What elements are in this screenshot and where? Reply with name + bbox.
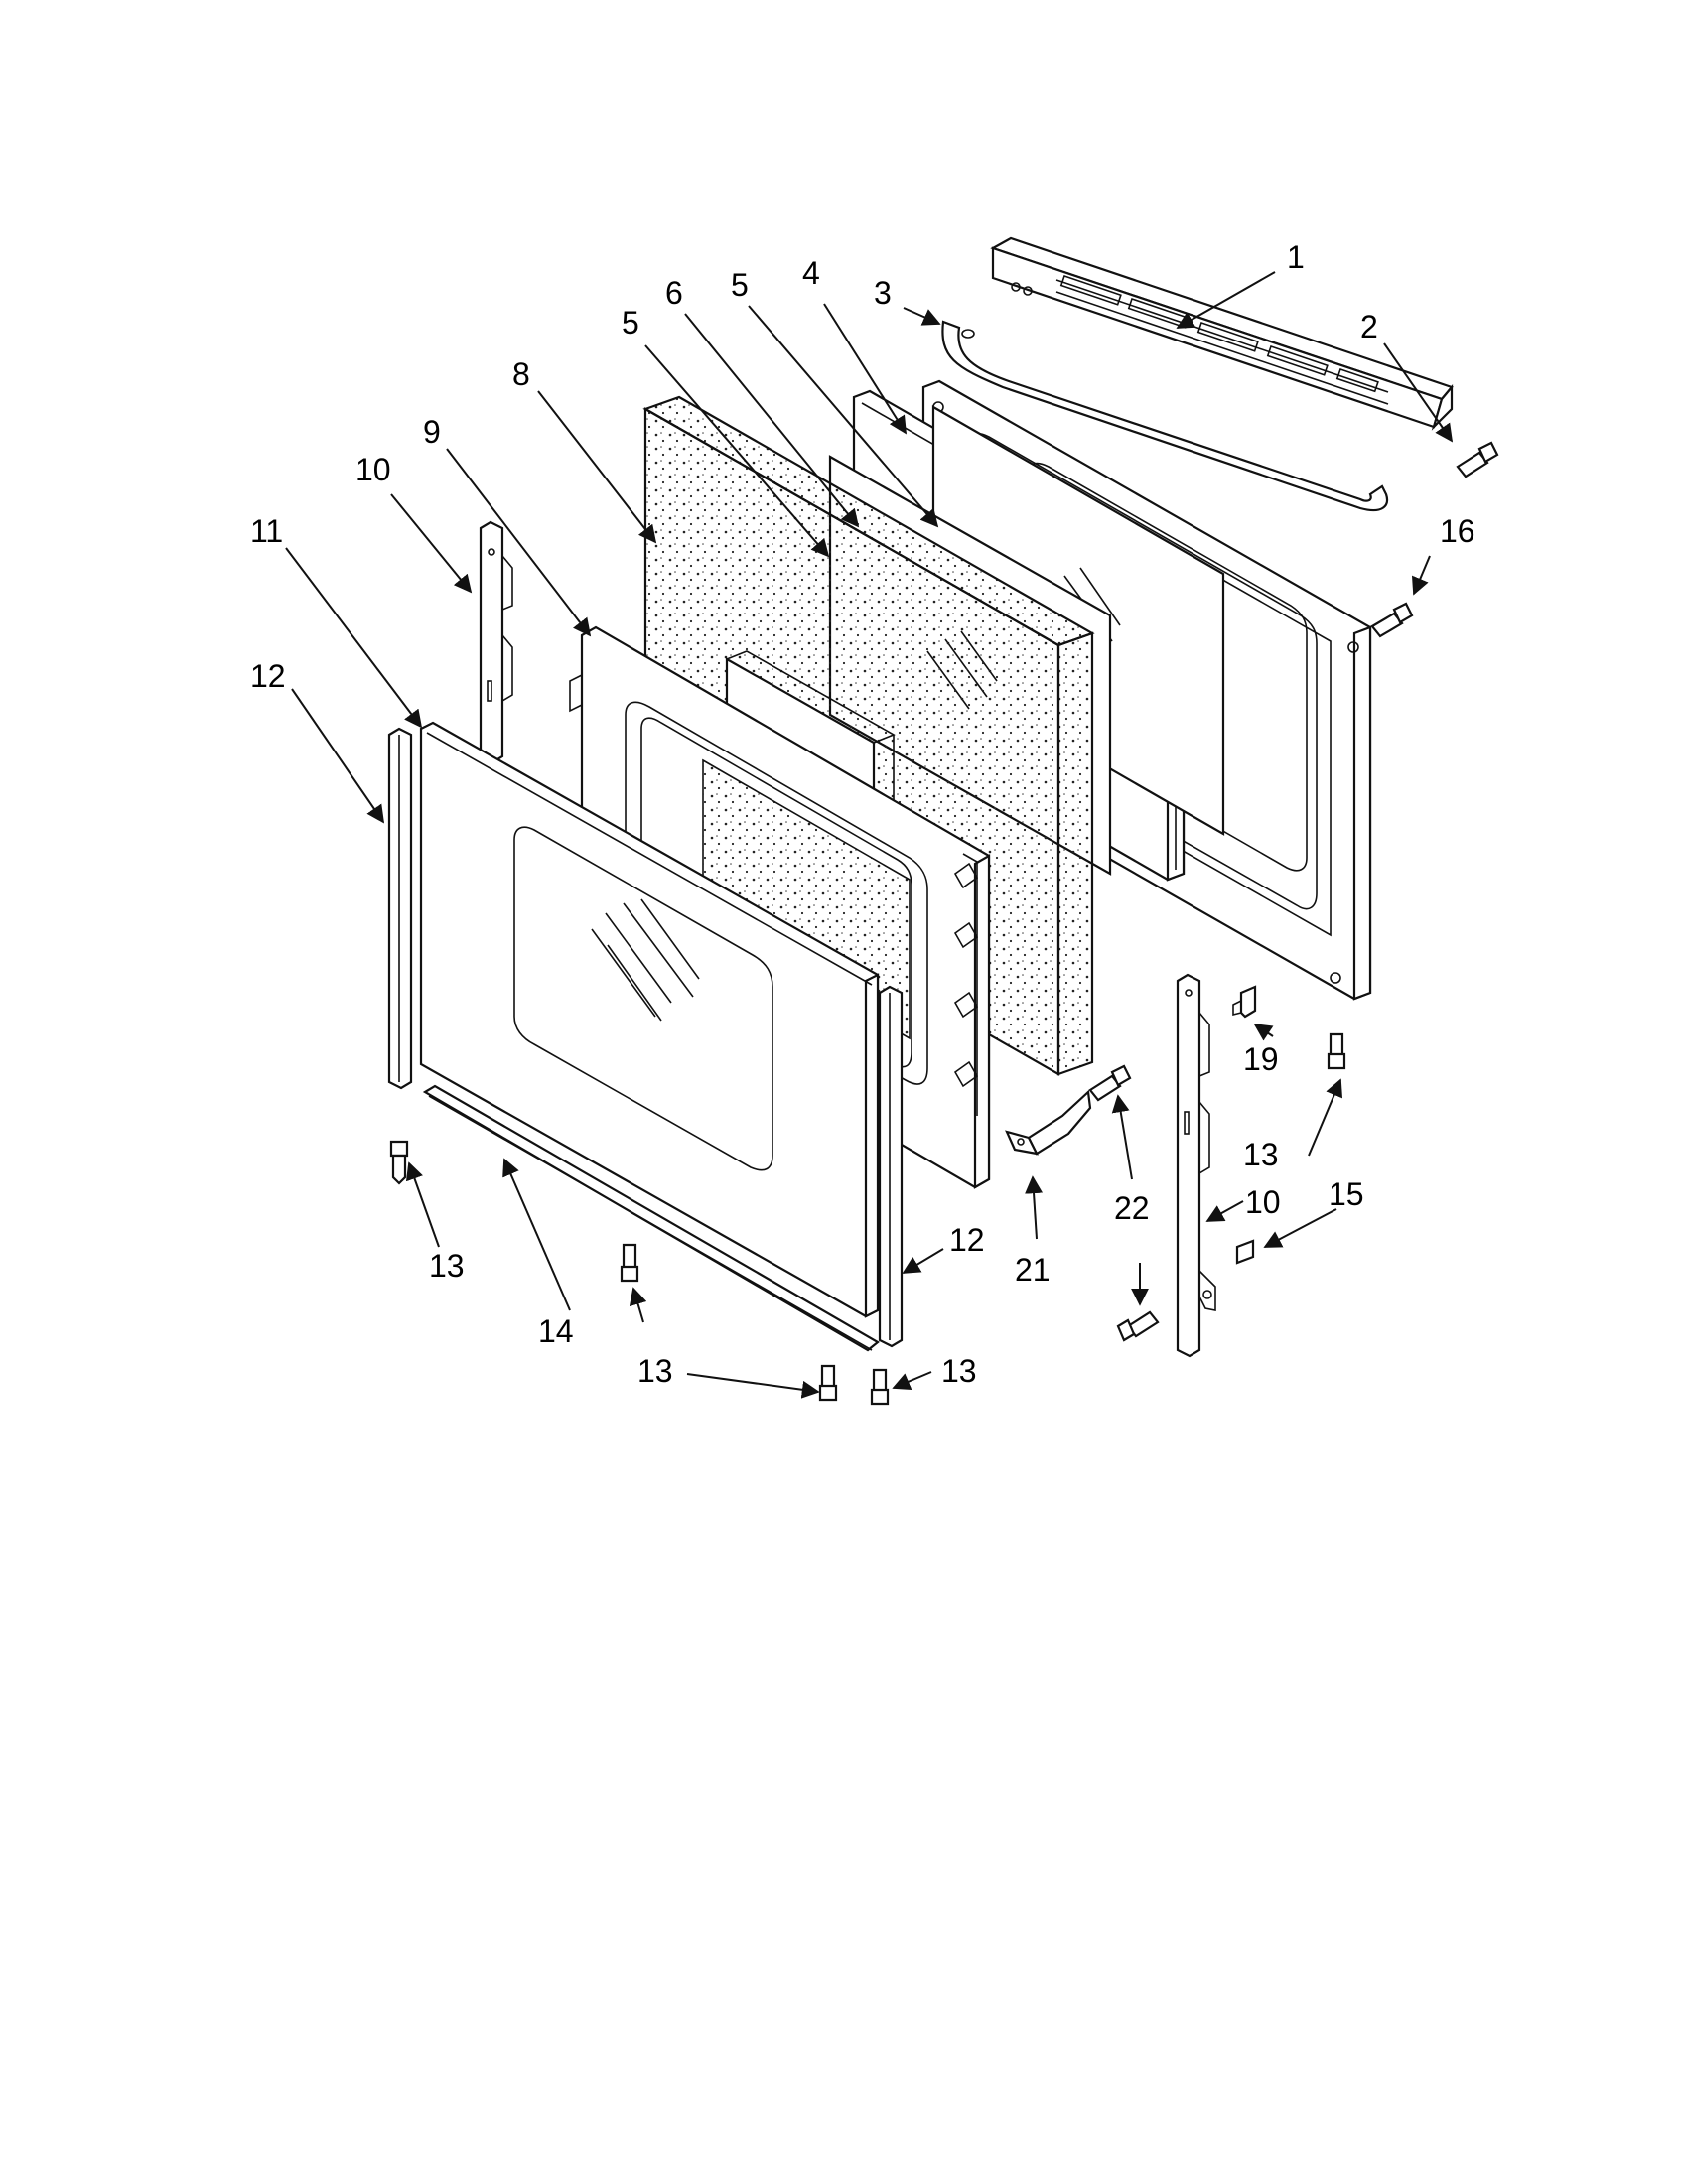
callout-labels: 1 2 3 4 5 6 5 8 9 10 11 12 13 14 13 13 1… xyxy=(250,239,1475,1389)
screw-2 xyxy=(1456,441,1499,478)
callout-1: 1 xyxy=(1287,239,1305,275)
screw-13-right xyxy=(1327,1032,1346,1070)
callout-4: 4 xyxy=(802,255,820,291)
screw-16 xyxy=(1370,602,1414,638)
callout-15: 15 xyxy=(1329,1176,1364,1212)
side-trim-left xyxy=(387,727,413,1090)
screw-13-bottom-b xyxy=(870,1368,890,1406)
callout-8: 8 xyxy=(512,356,530,392)
callout-10-right: 10 xyxy=(1245,1184,1281,1220)
callout-13-bottom: 13 xyxy=(637,1353,673,1389)
callout-13-right: 13 xyxy=(1243,1137,1279,1172)
clip-19 xyxy=(1232,985,1257,1019)
callout-16: 16 xyxy=(1440,513,1475,549)
screw-13-center xyxy=(620,1243,639,1283)
control-panel-trim xyxy=(990,236,1454,431)
callout-22: 22 xyxy=(1114,1190,1150,1226)
callout-21: 21 xyxy=(1015,1252,1051,1288)
callout-6: 6 xyxy=(665,275,683,311)
leader-lines xyxy=(285,271,1454,1399)
outer-door-panel xyxy=(419,721,880,1318)
bottom-trim xyxy=(422,1084,880,1352)
callout-14: 14 xyxy=(538,1313,574,1349)
callout-19: 19 xyxy=(1243,1041,1279,1077)
callout-2: 2 xyxy=(1360,309,1378,344)
side-trim-right xyxy=(878,985,904,1348)
hinge-channel-left xyxy=(479,520,513,764)
callout-11: 11 xyxy=(250,513,283,549)
callout-12-left: 12 xyxy=(250,658,286,694)
callout-3: 3 xyxy=(874,275,892,311)
screw-13-left xyxy=(389,1140,409,1185)
callout-5-lower: 5 xyxy=(622,305,639,341)
callout-13-bottom-right: 13 xyxy=(941,1353,977,1389)
callout-12-right: 12 xyxy=(949,1222,985,1258)
screw-22 xyxy=(1088,1064,1160,1342)
callout-13-left: 13 xyxy=(429,1248,465,1284)
clip-15 xyxy=(1235,1239,1255,1265)
callout-5-upper: 5 xyxy=(731,267,749,303)
hinge-channel-right xyxy=(1176,973,1216,1358)
callout-10-left: 10 xyxy=(355,452,391,487)
bracket-21 xyxy=(1005,1089,1092,1156)
callout-9: 9 xyxy=(423,414,441,450)
screw-13-bottom-a xyxy=(818,1364,838,1402)
door-handle xyxy=(941,320,1389,512)
